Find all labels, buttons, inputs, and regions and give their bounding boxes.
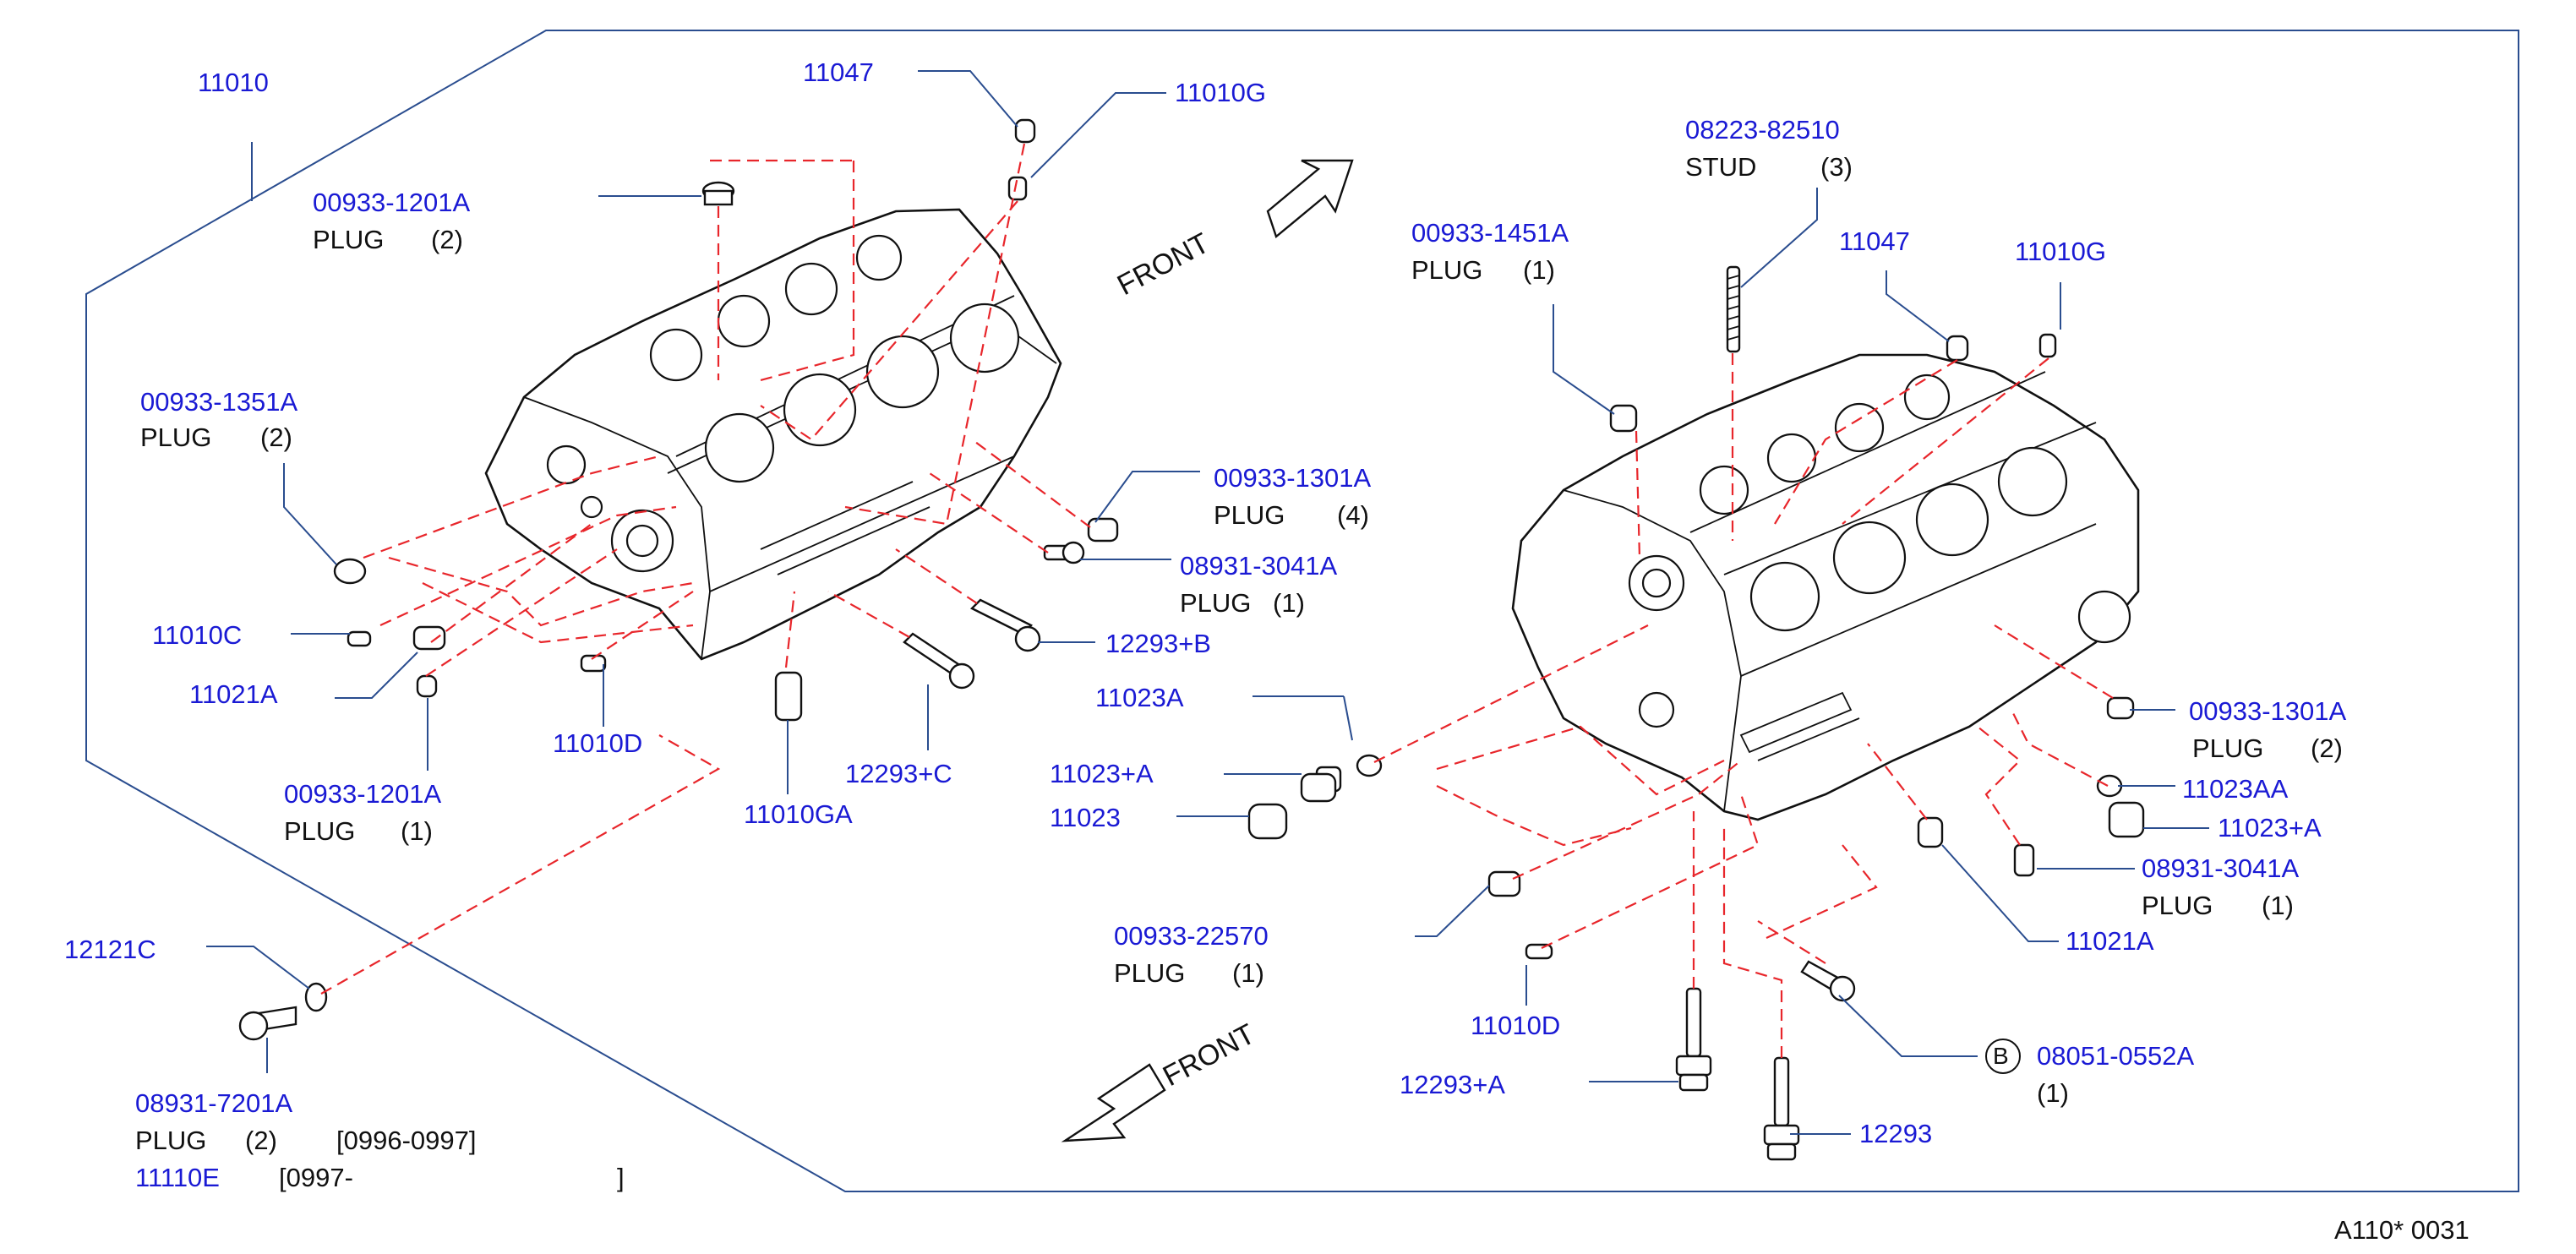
callout-11010c[interactable]: 11010C (152, 620, 243, 650)
badge-circle (1985, 1039, 2021, 1074)
callout-12293[interactable]: 12293 (1859, 1119, 1933, 1148)
callout-badge-letter: B (1993, 1043, 2009, 1069)
callout-00933-1351a[interactable]: 00933-1351A (140, 387, 298, 417)
callout-desc: PLUG (1180, 588, 1252, 618)
right-dashed-lines (1373, 353, 2114, 1058)
left-cylinder-block (484, 208, 1062, 661)
callout-desc: PLUG (140, 423, 212, 452)
callout-11021a-right[interactable]: 11021A (2066, 926, 2154, 956)
callout-11023-a-right[interactable]: 11023+A (2218, 813, 2322, 842)
callout-qty: (1) (1523, 255, 1555, 285)
callout-11010ga[interactable]: 11010GA (744, 799, 853, 829)
callout-desc: PLUG (2192, 733, 2264, 763)
callout-00933-1201a-top[interactable]: 00933-1201A (313, 188, 471, 217)
callout-11023[interactable]: 11023 (1050, 803, 1121, 832)
left-small-parts (238, 118, 1119, 1041)
callout-qty: (1) (2037, 1078, 2069, 1108)
callout-12121c[interactable]: 12121C (64, 935, 156, 964)
callout-desc: PLUG (1214, 500, 1285, 530)
frame-part-number[interactable]: 11010 (198, 68, 269, 97)
callout-08931-3041a-left[interactable]: 08931-3041A (1180, 551, 1338, 581)
diagram-frame (85, 30, 2519, 1192)
callout-qty: (3) (1820, 152, 1853, 182)
callout-08931-7201a[interactable]: 08931-7201A (135, 1088, 293, 1118)
callout-11010d-right[interactable]: 11010D (1471, 1011, 1561, 1040)
callout-qty: (2) (431, 225, 463, 254)
callout-qty: (2) (2311, 733, 2343, 763)
callout-11047-right[interactable]: 11047 (1839, 226, 1910, 256)
callout-08223-82510[interactable]: 08223-82510 (1685, 115, 1840, 144)
callout-date-range-end: ] (617, 1163, 625, 1192)
callout-qty: (2) (245, 1126, 277, 1155)
callout-desc: PLUG (1411, 255, 1483, 285)
callout-11023a[interactable]: 11023A (1095, 683, 1184, 712)
callout-00933-1301a-left[interactable]: 00933-1301A (1214, 463, 1372, 493)
callout-desc: PLUG (2142, 891, 2213, 920)
callout-11047-left[interactable]: 11047 (803, 57, 874, 87)
callout-desc: PLUG (1114, 958, 1186, 988)
front-label-top: FRONT (1112, 227, 1214, 303)
callout-12293-b[interactable]: 12293+B (1105, 629, 1211, 658)
callout-00933-22570[interactable]: 00933-22570 (1114, 921, 1269, 951)
callout-00933-1201a-bottom[interactable]: 00933-1201A (284, 779, 442, 809)
callout-00933-1301a-right[interactable]: 00933-1301A (2189, 696, 2347, 726)
callout-qty: (1) (1273, 588, 1305, 618)
left-leader-lines (206, 70, 1200, 1073)
front-arrow-bottom: FRONT (1061, 1018, 1260, 1142)
callout-11021a-left[interactable]: 11021A (189, 679, 278, 709)
front-arrow-top: FRONT (1112, 159, 1354, 303)
callout-11010g-right[interactable]: 11010G (2015, 237, 2107, 266)
diagram-footer-code: A110* 0031 (2334, 1215, 2470, 1245)
right-leader-lines (1176, 188, 2209, 1135)
callout-11110e[interactable]: 11110E (135, 1163, 220, 1192)
callout-qty: (1) (401, 816, 433, 846)
callout-11010d-left[interactable]: 11010D (553, 728, 643, 758)
callout-date-range: [0996-0997] (336, 1126, 477, 1155)
callout-12293-a[interactable]: 12293+A (1400, 1070, 1505, 1099)
callout-11023aa[interactable]: 11023AA (2182, 774, 2289, 804)
callout-desc: PLUG (313, 225, 385, 254)
callout-08931-3041a-right[interactable]: 08931-3041A (2142, 853, 2300, 883)
front-label-bottom: FRONT (1158, 1018, 1260, 1093)
callout-qty: (4) (1337, 500, 1369, 530)
callout-11023-a-mid[interactable]: 11023+A (1050, 759, 1154, 788)
callout-date-range: [0997- (279, 1163, 353, 1192)
callout-08051-0552a[interactable]: 08051-0552A (2037, 1041, 2195, 1071)
callout-qty: (1) (1232, 958, 1264, 988)
callout-11010g-left[interactable]: 11010G (1175, 78, 1267, 107)
right-small-parts (1247, 265, 2145, 1161)
callout-qty: (1) (2262, 891, 2294, 920)
callout-qty: (2) (260, 423, 292, 452)
callout-desc: PLUG (284, 816, 356, 846)
right-cylinder-block (1511, 353, 2140, 821)
callout-desc: STUD (1685, 152, 1757, 182)
callout-12293-c[interactable]: 12293+C (845, 759, 952, 788)
left-dashed-lines (320, 143, 1091, 995)
callout-desc: PLUG (135, 1126, 207, 1155)
callout-00933-1451a[interactable]: 00933-1451A (1411, 218, 1569, 248)
